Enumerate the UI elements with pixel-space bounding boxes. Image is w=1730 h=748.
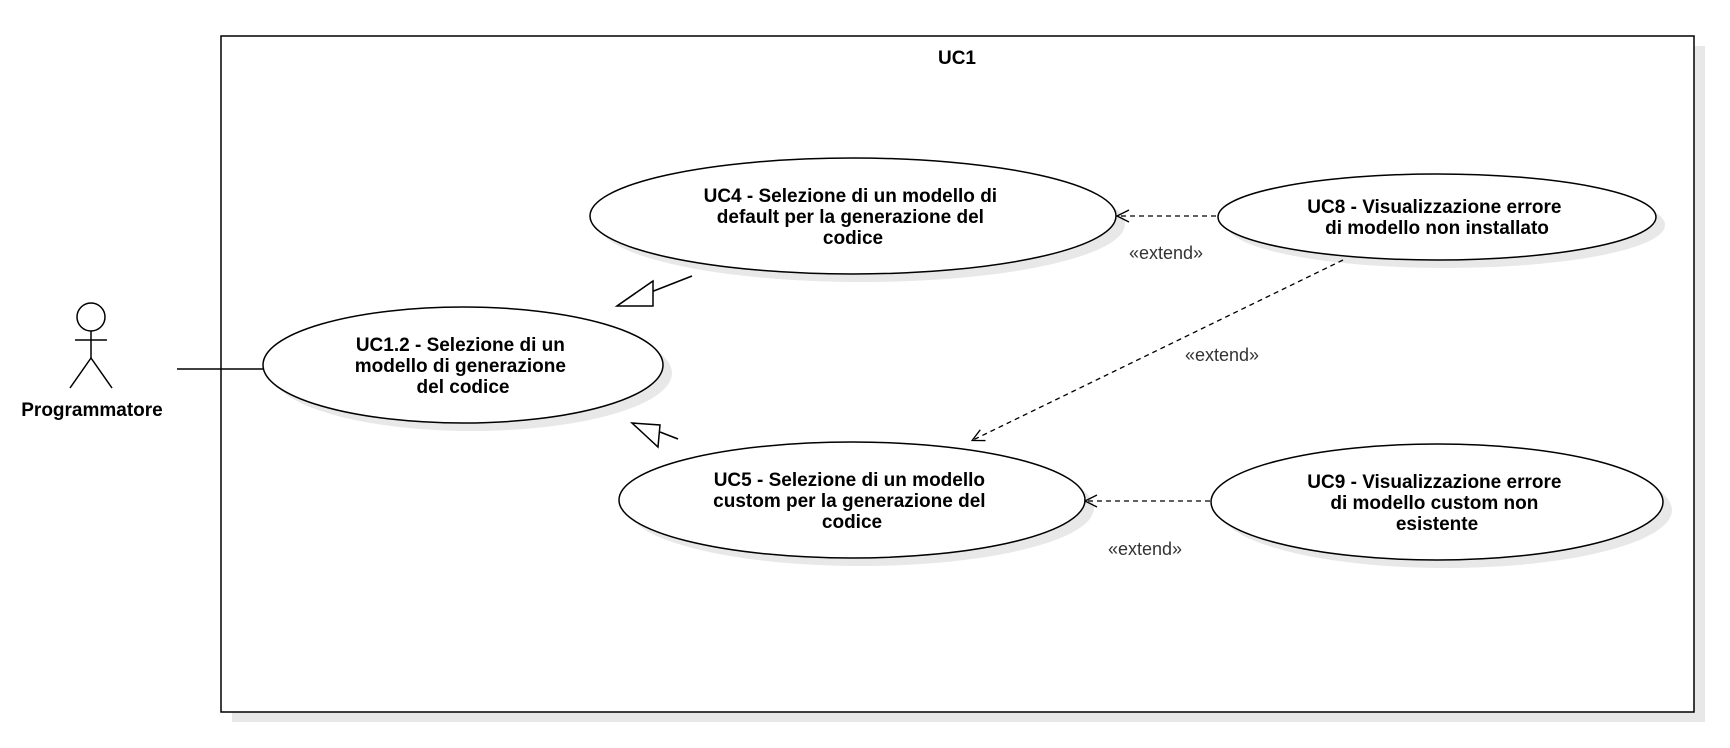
uc5-line-3: codice: [822, 512, 882, 533]
extend-uc9-uc5: «extend»: [1086, 501, 1210, 559]
system-boundary: UC1: [220, 35, 1705, 722]
use-case-uc8[interactable]: UC8 - Visualizzazione errore di modello …: [1217, 173, 1665, 268]
use-case-uc12[interactable]: UC1.2 - Selezione di un modello di gener…: [262, 306, 672, 431]
uc4-line-3: codice: [823, 228, 883, 249]
uc4-line-2: default per la generazione del: [717, 207, 984, 228]
actor-name: Programmatore: [21, 400, 163, 421]
uc9-line-3: esistente: [1396, 514, 1478, 535]
generalization-uc4-uc12: [614, 275, 693, 307]
svg-text:UC8 - Visualizzazione errore: UC8 - Visualizzazione errore di modello …: [1307, 197, 1566, 239]
use-case-uc4[interactable]: UC4 - Selezione di un modello di default…: [589, 157, 1125, 282]
extend-uc8-uc4: «extend»: [1118, 216, 1216, 263]
svg-text:UC4 - Selezione di un modello: UC4 - Selezione di un modello di default…: [704, 186, 1003, 249]
extend-label-uc8-uc4: «extend»: [1129, 243, 1203, 263]
use-case-uc5[interactable]: UC5 - Selezione di un modello custom per…: [618, 441, 1094, 566]
svg-text:UC1.2 - Selezione di un: UC1.2 - Selezione di un modello di gener…: [355, 335, 571, 398]
uc4-line-1: UC4 - Selezione di un modello di: [704, 186, 997, 207]
uc8-line-1: UC8 - Visualizzazione errore: [1307, 197, 1561, 218]
uc5-line-1: UC5 - Selezione di un modello: [714, 470, 985, 491]
svg-text:UC9 - Visualizzazione errore: UC9 - Visualizzazione errore di modello …: [1307, 472, 1566, 535]
uc12-line-2: modello di generazione: [355, 356, 566, 377]
use-case-uc9[interactable]: UC9 - Visualizzazione errore di modello …: [1210, 443, 1672, 568]
generalization-uc5-uc12: [629, 422, 679, 449]
uc12-line-1: UC1.2 - Selezione di un: [356, 335, 565, 356]
extend-label-uc9-uc5: «extend»: [1108, 539, 1182, 559]
svg-text:UC5 - Selezione di un modello: UC5 - Selezione di un modello custom per…: [713, 470, 991, 533]
uc9-line-2: di modello custom non: [1330, 493, 1538, 514]
extend-label-uc8-uc5: «extend»: [1185, 345, 1259, 365]
uc9-line-1: UC9 - Visualizzazione errore: [1307, 472, 1561, 493]
stick-figure-icon: [69, 302, 113, 389]
extend-uc8-uc5: «extend»: [973, 259, 1344, 440]
uc5-line-2: custom per la generazione del: [713, 491, 985, 512]
actor-programmatore[interactable]: Programmatore: [21, 302, 163, 421]
uc8-line-2: di modello non installato: [1325, 218, 1549, 239]
uc12-line-3: del codice: [417, 377, 510, 398]
system-title: UC1: [938, 48, 976, 69]
